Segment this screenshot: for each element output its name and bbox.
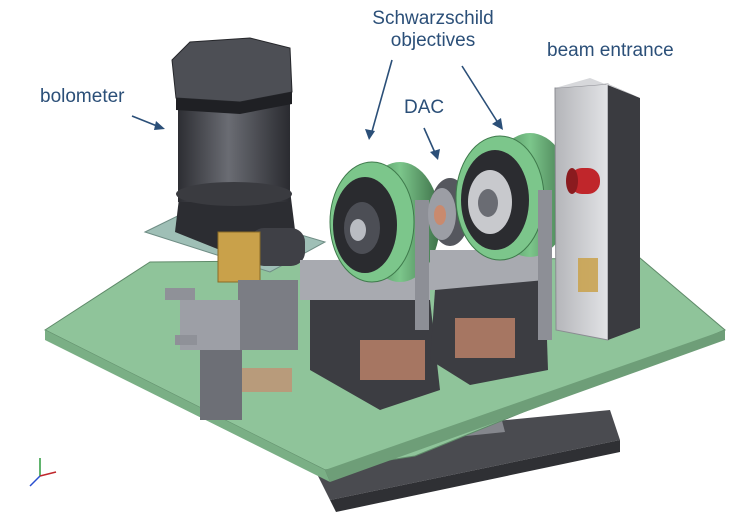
schwarzschild-label-line1: Schwarzschild xyxy=(372,8,494,29)
schwarzschild-label-line2: objectives xyxy=(390,30,476,51)
axis-triad-icon xyxy=(29,458,57,487)
dac-label: DAC xyxy=(404,97,445,118)
schwarzschild-objective-1 xyxy=(300,161,440,410)
schwarzschild-objectives-label: Schwarzschild objectives xyxy=(368,8,498,52)
beam-entrance-box xyxy=(554,78,640,341)
bolometer xyxy=(171,37,295,258)
schwarzschild-objective-2 xyxy=(430,133,572,385)
bolometer-label: bolometer xyxy=(40,86,125,107)
bolometer-optics-block xyxy=(165,228,305,420)
beam-entrance-label: beam entrance xyxy=(547,40,674,61)
leader-arrows xyxy=(131,59,503,160)
